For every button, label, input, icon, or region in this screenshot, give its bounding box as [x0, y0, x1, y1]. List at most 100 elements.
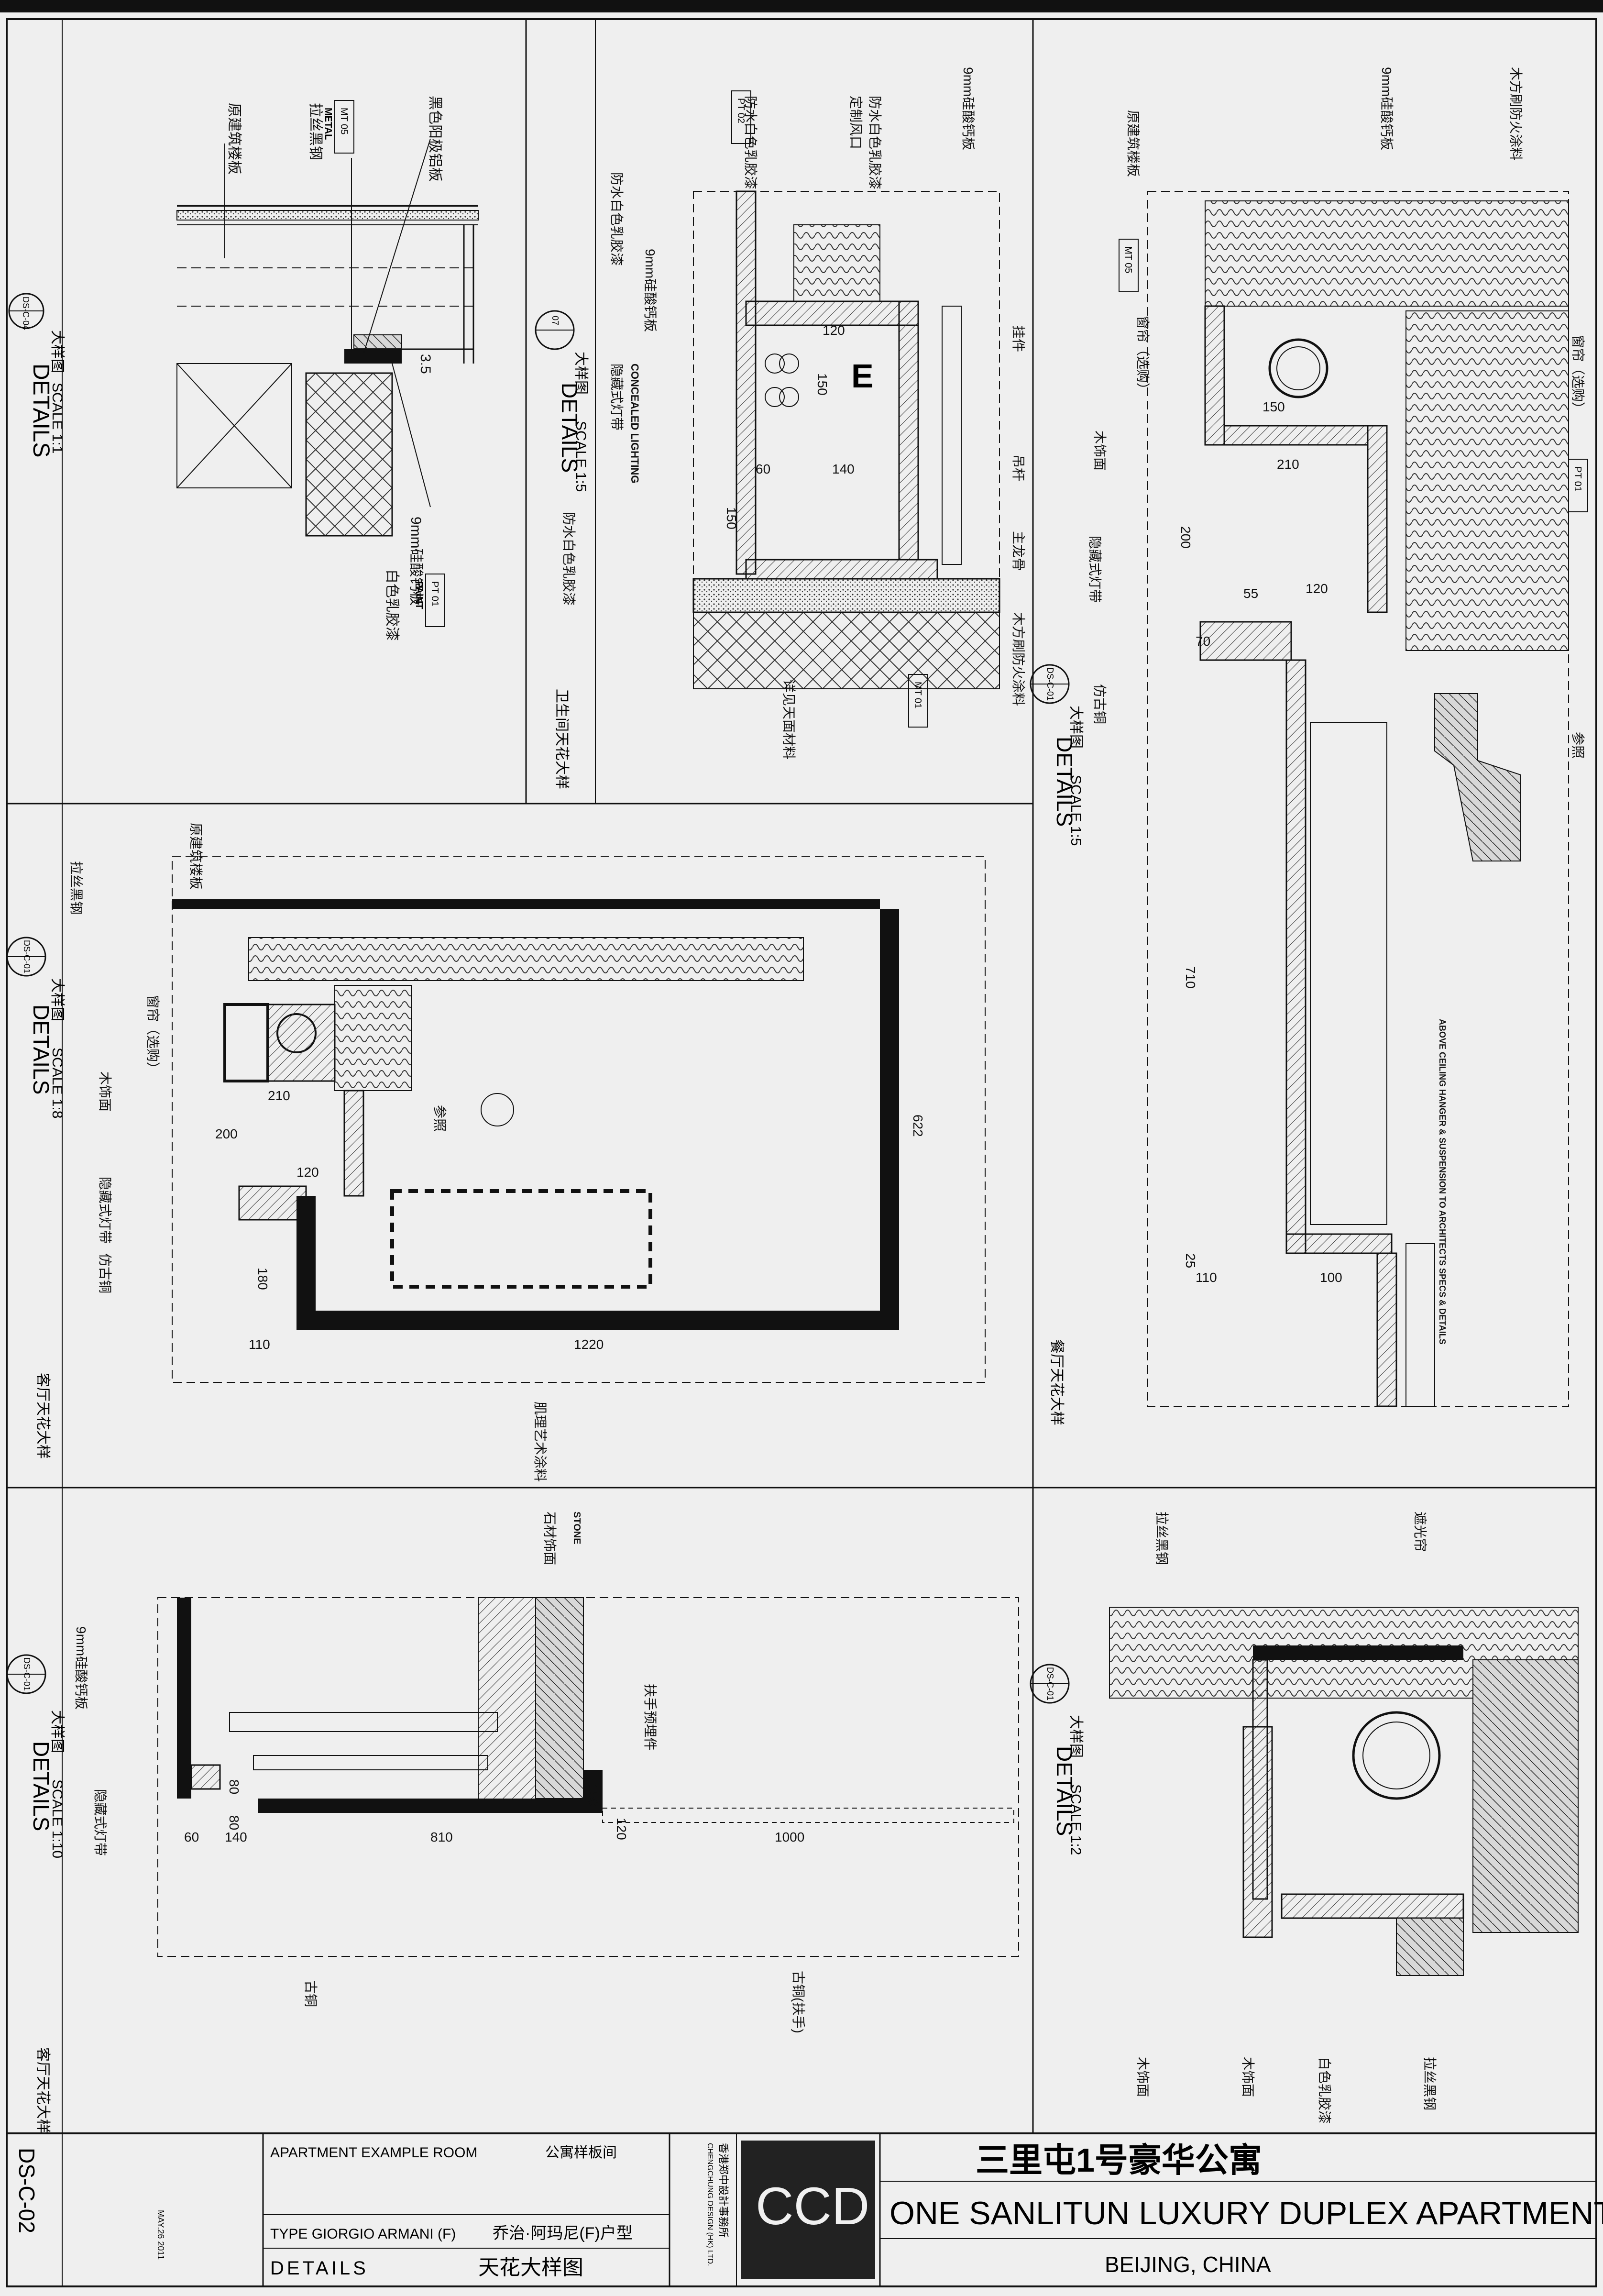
- detail-1-title-text: DETAILS: [28, 364, 54, 458]
- detail-4-drawing: [172, 856, 986, 1383]
- d6-brushed-steel-label: 拉丝黑钢: [1154, 1512, 1169, 1565]
- svg-text:180: 180: [255, 1268, 270, 1290]
- d3-tag-pt01: PT 01: [1568, 459, 1588, 512]
- svg-text:07: 07: [550, 316, 560, 325]
- detail-2-drawing: E: [692, 190, 1000, 689]
- detail-4-cn: 大样图: [49, 978, 65, 1021]
- date-stamp: MAY.26 2011: [156, 2210, 165, 2260]
- svg-text:MT 05: MT 05: [1123, 246, 1133, 273]
- detail-4-title: DS-C-01 DETAILS 大样图 SCALE 1:8 客厅天花大样: [6, 937, 65, 1459]
- svg-text:150: 150: [1263, 399, 1285, 414]
- detail-6-scale: SCALE 1:2: [1068, 1784, 1084, 1855]
- ccd-logo: CCD: [756, 2177, 869, 2236]
- d2-fire-coat-label: 木方刷防火涂料: [1011, 612, 1026, 706]
- firm-en: CHENGCHUNG DESIGN (HK) LTD.: [706, 2143, 714, 2266]
- svg-text:PT 02: PT 02: [736, 98, 746, 123]
- d1-tag-pt01: PT 01 PAINT: [414, 574, 445, 627]
- svg-text:110: 110: [249, 1337, 270, 1352]
- detail-4-caption: 客厅天花大样: [35, 1373, 51, 1459]
- location: BEIJING, CHINA: [1105, 2252, 1271, 2277]
- svg-text:70: 70: [1196, 634, 1210, 649]
- svg-text:140: 140: [832, 462, 855, 476]
- svg-text:120: 120: [614, 1818, 629, 1840]
- detail-4-title-text: DETAILS: [29, 1004, 54, 1094]
- d6-wood-finish-label: 木饰面: [1135, 2057, 1150, 2097]
- d3-gypsum-label: 9mm硅酸钙板: [1379, 67, 1394, 150]
- svg-text:120: 120: [296, 1165, 319, 1180]
- d2-gypsum-label: 9mm硅酸钙板: [961, 67, 976, 150]
- svg-text:150: 150: [724, 507, 739, 530]
- detail-5-drawing: [157, 1597, 1019, 1957]
- d5-stone-label: STONE: [571, 1512, 582, 1545]
- d2-hanger-label: 挂件: [1011, 325, 1026, 352]
- detail-3-drawing: [1147, 191, 1569, 1407]
- d3-tag-mt05: MT 05: [1119, 239, 1139, 292]
- drawing-en: DETAILS: [270, 2258, 369, 2279]
- detail-2-cn: 大样图: [573, 352, 589, 395]
- d4-brass-label: 仿古铜: [98, 1253, 112, 1293]
- d2-waterproof-label-3: 防水白色乳胶漆: [609, 172, 624, 266]
- svg-text:710: 710: [1183, 966, 1198, 989]
- svg-text:810: 810: [430, 1830, 453, 1844]
- d4-brushed-steel-label: 拉丝黑钢: [69, 861, 84, 915]
- svg-text:80: 80: [227, 1779, 242, 1794]
- type-label: TYPE GIORGIO ARMANI (F): [270, 2226, 456, 2242]
- d3-existing-floor-label: 原建筑楼板: [1126, 110, 1141, 177]
- svg-text:PAINT: PAINT: [414, 581, 424, 609]
- svg-text:DS-C-01: DS-C-01: [1045, 667, 1055, 701]
- d4-curtain-label: 窗帘（选购）: [145, 995, 160, 1075]
- detail-5-title-text: DETAILS: [29, 1741, 54, 1831]
- svg-text:E: E: [851, 357, 874, 395]
- detail-1-leaders: [224, 138, 431, 508]
- d2-existing-ceiling-label: 详见天面材料: [781, 679, 796, 760]
- d4-concealed-label: 隐藏式灯带: [98, 1177, 112, 1244]
- svg-text:DS-C-04: DS-C-04: [21, 297, 31, 330]
- svg-text:150: 150: [815, 373, 830, 396]
- d1-black-angle-label: 黑色阳极铝板: [427, 96, 443, 182]
- detail-1-cn: 大样图: [49, 330, 65, 373]
- d3-fire-label: 木方刷防火涂料: [1508, 67, 1523, 161]
- d3-curtain-label-2: 窗帘（选购）: [1570, 335, 1585, 415]
- d1-dim-label: 3.5: [417, 354, 433, 374]
- svg-text:MT 01: MT 01: [912, 682, 923, 708]
- svg-text:210: 210: [268, 1088, 290, 1103]
- detail-3-title-text: DETAILS: [1052, 737, 1077, 827]
- detail-6-title: DS-C-01 DETAILS 大样图 SCALE 1:2: [1030, 1664, 1084, 1855]
- d3-see-label: 参照: [1570, 732, 1585, 759]
- svg-text:DS-C-01: DS-C-01: [1045, 1667, 1055, 1700]
- svg-text:METAL: METAL: [323, 108, 333, 140]
- title-block: CCD DS-C-02 APARTMENT EXAMPLE ROOM 公寓样板间…: [6, 2132, 1603, 2287]
- svg-text:55: 55: [1243, 586, 1258, 601]
- d5-stone-cn: 石材饰面: [542, 1512, 557, 1565]
- d1-tag-mt05: MT 05 METAL: [323, 100, 354, 154]
- detail-1-scale: SCALE 1:1: [49, 383, 65, 453]
- d5-rope-label: 古铜(扶手): [791, 1971, 806, 2033]
- detail-6-title-text: DETAILS: [1052, 1746, 1077, 1836]
- project-cn: 三里屯1号豪华公寓: [976, 2141, 1262, 2179]
- apartment-cn: 公寓样板间: [545, 2145, 617, 2161]
- detail-2-title-text: DETAILS: [557, 383, 582, 473]
- svg-text:1220: 1220: [574, 1337, 604, 1352]
- d3-wood-finish-cn: 木饰面: [1092, 430, 1107, 471]
- d2-rod-label: 吊杆: [1011, 454, 1026, 481]
- d6-brushed-steel-label-2: 拉丝黑钢: [1422, 2057, 1437, 2110]
- d1-gypsum-label: 9mm硅酸钙板: [408, 517, 424, 606]
- d3-brass-label: 仿古铜: [1092, 684, 1107, 724]
- drawing-cn: 天花大样图: [478, 2256, 583, 2279]
- d2-concealed-label: CONCEALED LIGHTING: [629, 364, 641, 484]
- d5-concealed-label: 隐藏式灯带: [93, 1789, 108, 1856]
- svg-text:120: 120: [823, 323, 845, 338]
- svg-text:1000: 1000: [775, 1830, 804, 1844]
- d6-shade-label: 遮光帘: [1413, 1512, 1427, 1552]
- detail-5-caption: 客厅天花大样: [35, 2047, 51, 2133]
- d1-paint-cn-label: 白色乳胶漆: [384, 569, 400, 641]
- sheet-border: [6, 18, 1597, 2287]
- detail-6-drawing: [1109, 1607, 1579, 1976]
- detail-2-title: 07 DETAILS 大样图 SCALE 1:5 卫生间天花大样: [535, 310, 589, 789]
- d3-note: ABOVE CEILING HANGER & SUSPENSION TO ARC…: [1438, 1019, 1447, 1345]
- sheet-number: DS-C-02: [14, 2148, 39, 2233]
- d1-brushed-steel-label: 拉丝黑钢: [307, 103, 323, 160]
- d4-see-label: 参照: [432, 1105, 447, 1132]
- detail-5-title: DS-C-01 DETAILS 大样图 SCALE 1:10 客厅天花大样: [6, 1654, 65, 2133]
